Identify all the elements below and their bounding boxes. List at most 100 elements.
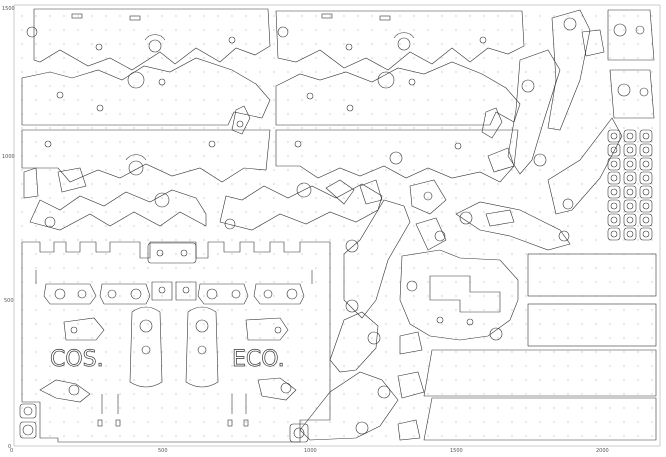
grid-dot [231, 183, 233, 185]
grid-dot [231, 239, 233, 241]
grid-dot [427, 183, 429, 185]
grid-dot [623, 183, 625, 185]
grid-dot [497, 379, 499, 381]
grid-dot [553, 197, 555, 199]
grid-dot [77, 127, 79, 129]
grid-dot [203, 393, 205, 395]
grid-dot [161, 57, 163, 59]
grid-dot [399, 85, 401, 87]
grid-dot [133, 85, 135, 87]
grid-dot [595, 57, 597, 59]
grid-dot [329, 225, 331, 227]
grid-dot [581, 281, 583, 283]
grid-dot [287, 379, 289, 381]
grid-dot [77, 85, 79, 87]
grid-dot [329, 183, 331, 185]
grid-dot [581, 155, 583, 157]
grid-dot [399, 253, 401, 255]
grid-dot [371, 393, 373, 395]
grid-dot [203, 309, 205, 311]
grid-dot [427, 29, 429, 31]
grid-dot [287, 267, 289, 269]
grid-dot [315, 225, 317, 227]
grid-dot [175, 407, 177, 409]
grid-dot [525, 127, 527, 129]
grid-dot [497, 365, 499, 367]
panel-top-middle [275, 10, 525, 71]
grid-dot [49, 351, 51, 353]
grid-dot [357, 351, 359, 353]
grid-dot [301, 15, 303, 17]
grid-dot [259, 29, 261, 31]
grid-dot [161, 197, 163, 199]
grid-dot [497, 141, 499, 143]
grid-dot [511, 57, 513, 59]
grid-dot [553, 421, 555, 423]
grid-dot [371, 141, 373, 143]
grid-dot [413, 141, 415, 143]
grid-dot [609, 351, 611, 353]
grid-dot [357, 71, 359, 73]
grid-dot [651, 365, 653, 367]
grid-dot [385, 407, 387, 409]
grid-dot [147, 323, 149, 325]
grid-dot [483, 267, 485, 269]
grid-dot [189, 29, 191, 31]
grid-dot [441, 85, 443, 87]
grid-dot [287, 141, 289, 143]
grid-dot [441, 281, 443, 283]
grid-dot [273, 71, 275, 73]
grid-dot [161, 323, 163, 325]
grid-dot [203, 379, 205, 381]
grid-dot [651, 155, 653, 157]
grid-dot [105, 281, 107, 283]
grid-dot [231, 323, 233, 325]
grid-dot [595, 323, 597, 325]
grid-dot [413, 239, 415, 241]
grid-dot [427, 379, 429, 381]
grid-dot [189, 351, 191, 353]
grid-dot [315, 43, 317, 45]
grid-dot [77, 183, 79, 185]
grid-dot [273, 85, 275, 87]
grid-dot [637, 155, 639, 157]
grid-dot [455, 197, 457, 199]
grid-dot [147, 379, 149, 381]
grid-dot [581, 407, 583, 409]
grid-dot [385, 323, 387, 325]
grid-dot [595, 435, 597, 437]
grid-dot [203, 127, 205, 129]
x-tick-2000: 2000 [596, 448, 609, 454]
grid-dot [567, 127, 569, 129]
grid-dot [623, 281, 625, 283]
grid-dot [651, 197, 653, 199]
grid-dot [651, 85, 653, 87]
grid-dot [581, 57, 583, 59]
grid-dot [147, 295, 149, 297]
grid-dot [301, 183, 303, 185]
grid-dot [497, 225, 499, 227]
grid-dot [497, 57, 499, 59]
grid-dot [469, 337, 471, 339]
grid-dot [133, 183, 135, 185]
grid-dot [175, 99, 177, 101]
washer-hole [642, 216, 650, 224]
grid-dot [63, 267, 65, 269]
grid-dot [357, 295, 359, 297]
grid-dot [175, 43, 177, 45]
grid-dot [441, 253, 443, 255]
grid-dot [63, 379, 65, 381]
grid-dot [595, 379, 597, 381]
grid-dot [231, 57, 233, 59]
grid-dot [651, 351, 653, 353]
grid-dot [651, 323, 653, 325]
grid-dot [301, 351, 303, 353]
grid-dot [343, 57, 345, 59]
grid-dot [91, 211, 93, 213]
grid-dot [273, 57, 275, 59]
x-tick-0: 0 [10, 448, 13, 454]
grid-dot [469, 421, 471, 423]
grid-dot [245, 155, 247, 157]
grid-dot [35, 197, 37, 199]
grid-dot [413, 183, 415, 185]
